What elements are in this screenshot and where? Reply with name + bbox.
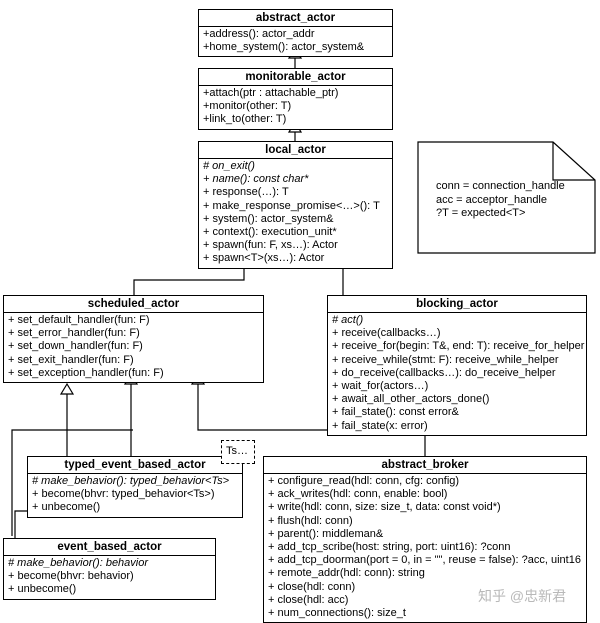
- member: +link_to(other: T): [203, 113, 287, 126]
- note-fold: [552, 142, 595, 181]
- note-line: ?T = expected<T>: [436, 207, 526, 219]
- member: # make_behavior(): behavior: [8, 557, 149, 569]
- member: + set_exception_handler(fun: F): [8, 366, 164, 379]
- member: + wait_for(actors…): [332, 380, 429, 393]
- class-monitorable-actor: monitorable_actor +attach(ptr : attachab…: [198, 68, 393, 130]
- member: + receive_for(begin: T&, end: T): receiv…: [332, 340, 585, 353]
- member: + set_exit_handler(fun: F): [8, 353, 134, 366]
- note-line: acc = acceptor_handle: [436, 193, 547, 206]
- member: +monitor(other: T): [203, 100, 292, 113]
- member: # act(): [332, 314, 364, 326]
- member-list: + set_default_handler(fun: F) + set_erro…: [4, 313, 263, 382]
- member: + receive_while(stmt: F): receive_while_…: [332, 353, 559, 366]
- member: + add_tcp_doorman(port = 0, in = "", reu…: [268, 554, 581, 567]
- note-text: conn = connection_handle acc = acceptor_…: [436, 180, 565, 221]
- member: + fail_state(): const error&: [332, 406, 459, 419]
- class-title: local_actor: [199, 142, 392, 159]
- class-title: abstract_broker: [264, 457, 586, 474]
- member-list: # act() + receive(callbacks…) + receive_…: [328, 313, 586, 435]
- member-list: # on_exit() + name(): const char* + resp…: [199, 159, 392, 268]
- member: + close(hdl: conn): [268, 580, 356, 593]
- member: + do_receive(callbacks…): do_receive_hel…: [332, 366, 556, 379]
- member: + system(): actor_system&: [203, 212, 334, 225]
- member: + context(): execution_unit*: [203, 226, 337, 239]
- member: + response(…): T: [203, 186, 289, 199]
- member: + write(hdl: conn, size: size_t, data: c…: [268, 501, 501, 514]
- template-param-box: Ts…: [221, 440, 255, 464]
- member-list: # make_behavior(): typed_behavior<Ts> + …: [28, 474, 242, 517]
- member: + spawn(fun: F, xs…): Actor: [203, 239, 338, 252]
- member-list: # make_behavior(): behavior + become(bhv…: [4, 556, 215, 599]
- member: + spawn<T>(xs…): Actor: [203, 252, 325, 265]
- member: +attach(ptr : attachable_ptr): [203, 87, 339, 99]
- member: + remote_addr(hdl: conn): string: [268, 567, 425, 580]
- edge-broker-to-scheduled: [197, 384, 426, 456]
- member: + fail_state(x: error): [332, 419, 428, 432]
- member: + set_error_handler(fun: F): [8, 327, 140, 340]
- member: # on_exit(): [203, 160, 255, 172]
- class-title: typed_event_based_actor: [28, 457, 242, 474]
- member: + ack_writes(hdl: conn, enable: bool): [268, 488, 448, 501]
- note-shape: [417, 141, 596, 254]
- member: + close(hdl: acc): [268, 593, 349, 606]
- edge-scheduled-to-local: [133, 266, 245, 295]
- member: + receive(callbacks…): [332, 327, 441, 340]
- class-title: scheduled_actor: [4, 296, 263, 313]
- member: +address(): actor_addr: [203, 28, 315, 40]
- member-list: +address(): actor_addr +home_system(): a…: [199, 27, 392, 56]
- member-list: +attach(ptr : attachable_ptr) +monitor(o…: [199, 86, 392, 129]
- note-line: conn = connection_handle: [436, 180, 565, 192]
- member: + make_response_promise<…>(): T: [203, 199, 380, 212]
- member: + name(): const char*: [203, 173, 309, 186]
- member-list: + configure_read(hdl: conn, cfg: config)…: [264, 474, 586, 622]
- class-scheduled-actor: scheduled_actor + set_default_handler(fu…: [3, 295, 264, 384]
- class-title: event_based_actor: [4, 539, 215, 556]
- watermark: 知乎 @忠新君: [478, 588, 567, 604]
- class-typed-event-based-actor: typed_event_based_actor # make_behavior(…: [27, 456, 243, 518]
- member: + add_tcp_scribe(host: string, port: uin…: [268, 541, 511, 554]
- class-blocking-actor: blocking_actor # act() + receive(callbac…: [327, 295, 587, 436]
- class-local-actor: local_actor # on_exit() + name(): const …: [198, 141, 393, 269]
- member: # make_behavior(): typed_behavior<Ts>: [32, 475, 230, 487]
- member: + flush(hdl: conn): [268, 514, 353, 527]
- member: + set_default_handler(fun: F): [8, 314, 150, 326]
- arrowhead-scheduled-left: [59, 382, 75, 395]
- class-title: blocking_actor: [328, 296, 586, 313]
- class-title: monitorable_actor: [199, 69, 392, 86]
- class-abstract-broker: abstract_broker + configure_read(hdl: co…: [263, 456, 587, 623]
- member: + parent(): middleman&: [268, 527, 384, 540]
- member: + unbecome(): [8, 583, 77, 596]
- member: + configure_read(hdl: conn, cfg: config): [268, 475, 460, 487]
- member: + unbecome(): [32, 501, 101, 514]
- member: + await_all_other_actors_done(): [332, 393, 490, 406]
- edge-route-typed: [11, 429, 133, 536]
- member: + num_connections(): size_t: [268, 607, 406, 620]
- member: + set_down_handler(fun: F): [8, 340, 143, 353]
- class-event-based-actor: event_based_actor # make_behavior(): beh…: [3, 538, 216, 600]
- class-abstract-actor: abstract_actor +address(): actor_addr +h…: [198, 9, 393, 58]
- member: + become(bhvr: typed_behavior<Ts>): [32, 488, 215, 501]
- member: +home_system(): actor_system&: [203, 41, 365, 54]
- class-title: abstract_actor: [199, 10, 392, 27]
- member: + become(bhvr: behavior): [8, 570, 134, 583]
